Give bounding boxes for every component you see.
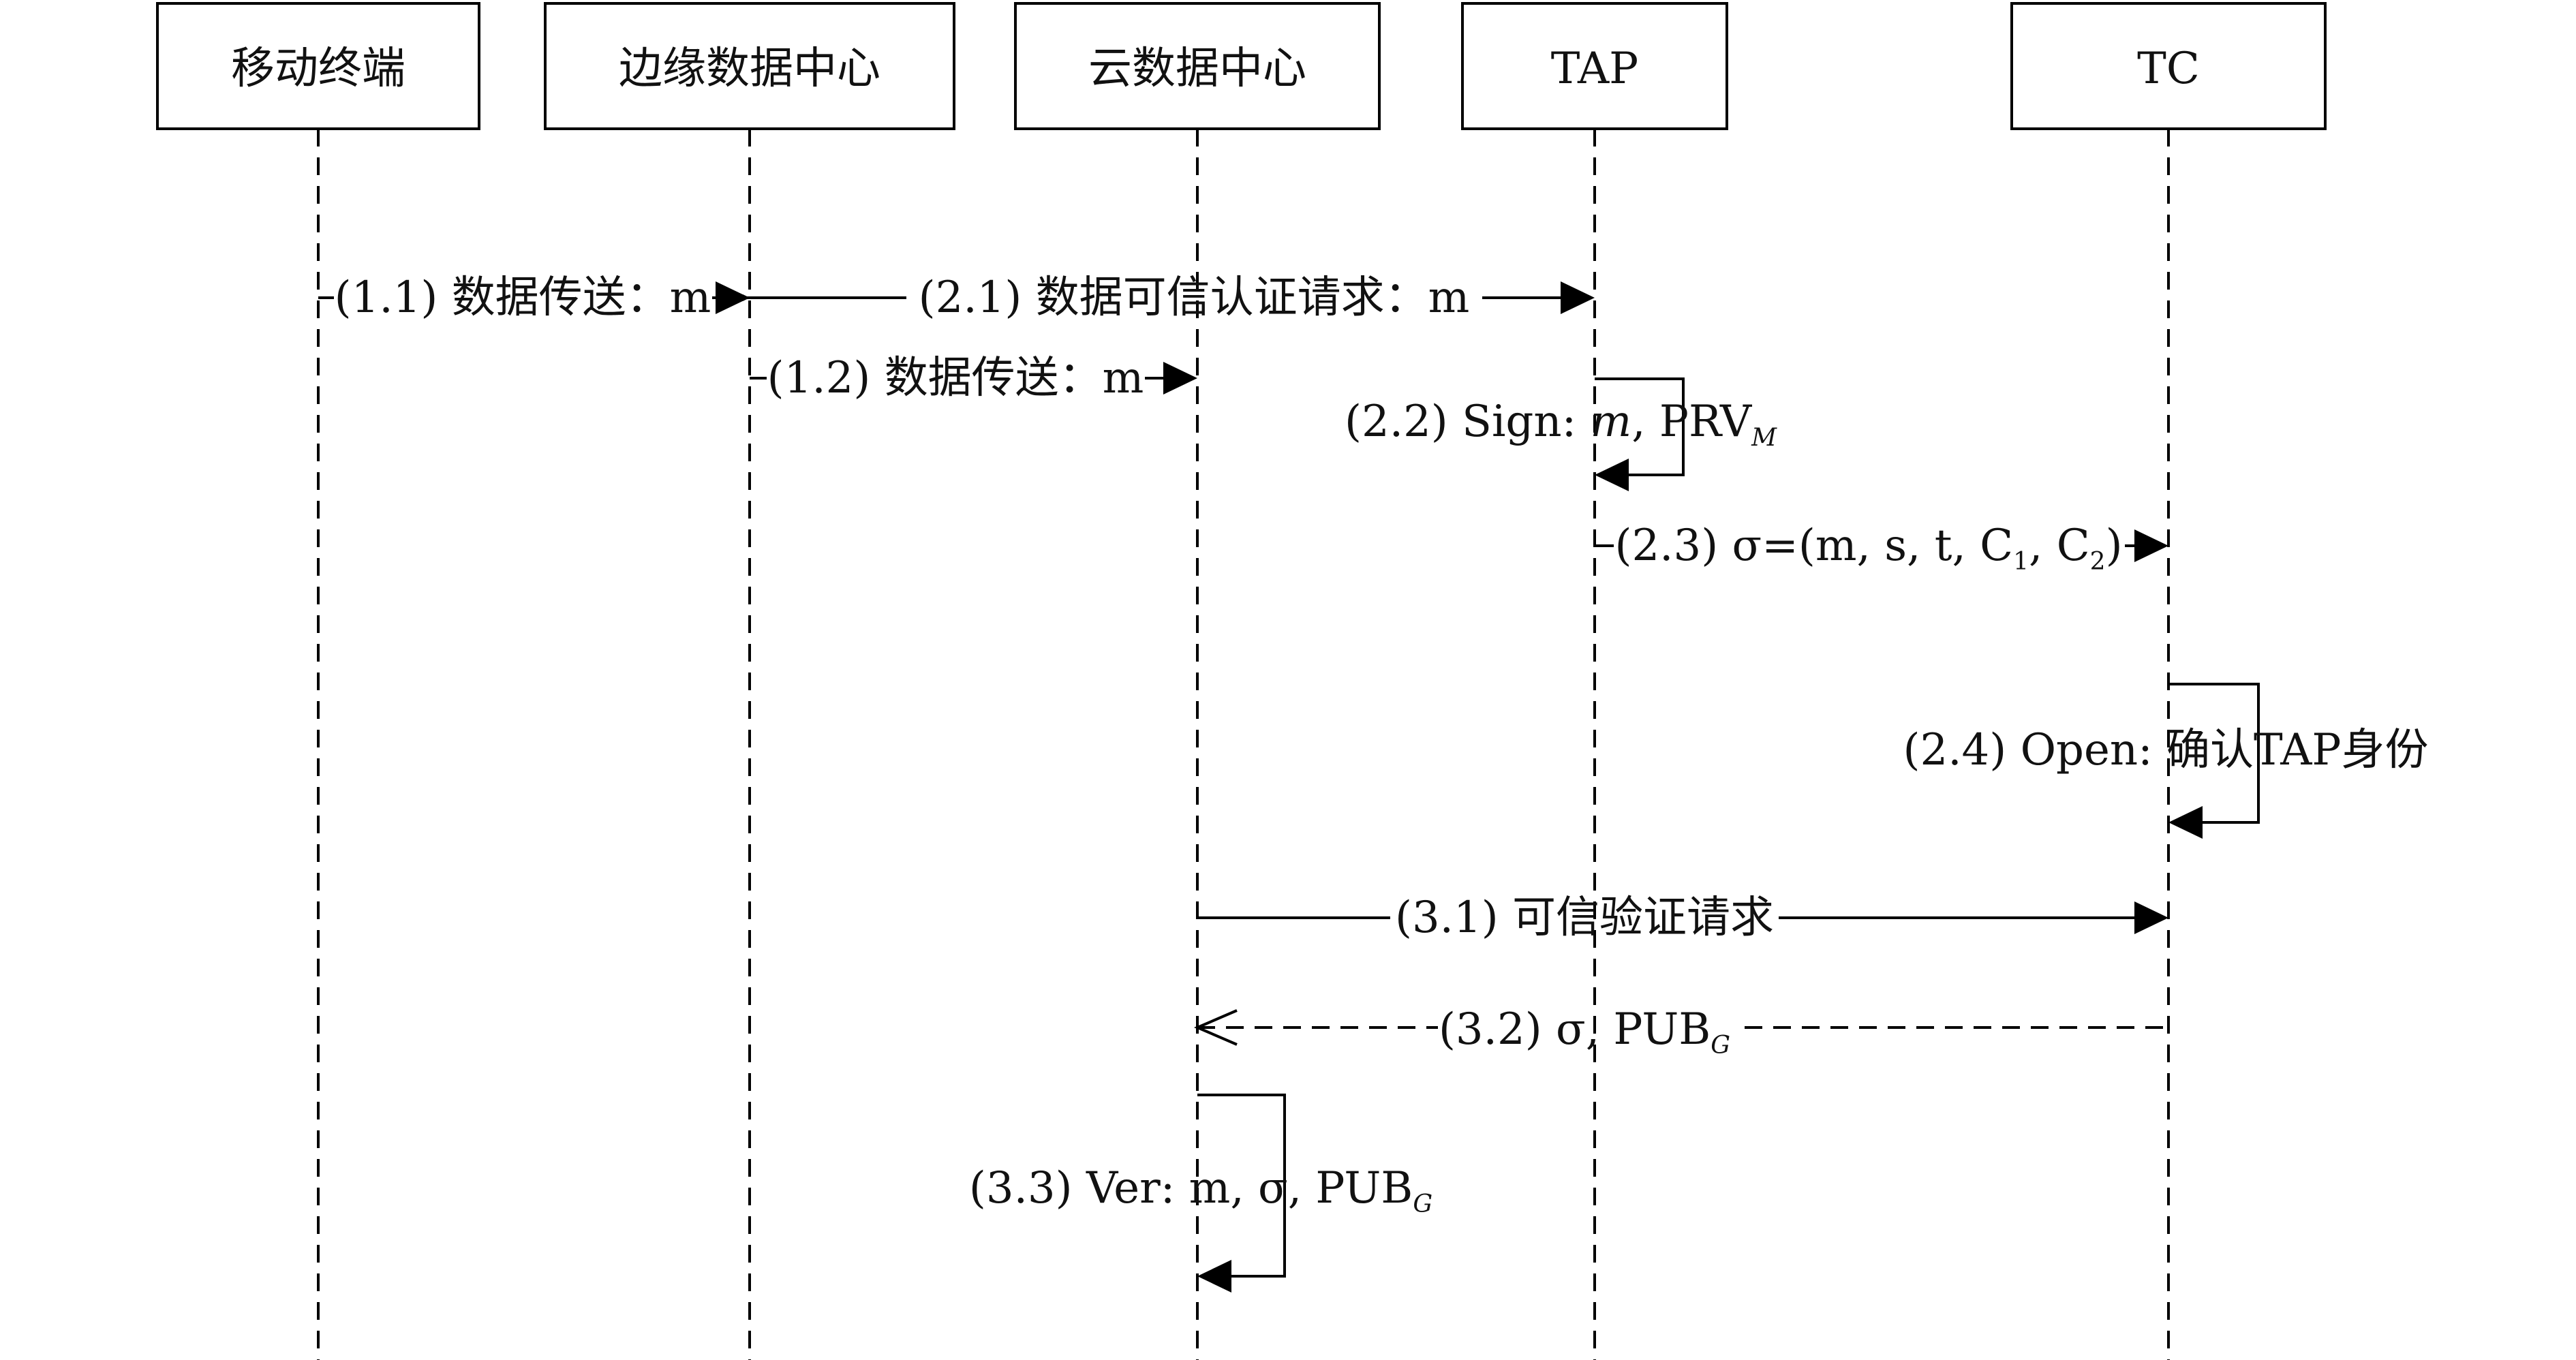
message-label: (3.2) σ, PUBG bbox=[1439, 1004, 1730, 1060]
participant-tap: TAP bbox=[1461, 2, 1728, 130]
message-label: (3.1) 可信验证请求 bbox=[1395, 893, 1774, 943]
participant-label: 云数据中心 bbox=[1088, 44, 1306, 94]
message-label: (1.2) 数据传送：m bbox=[767, 353, 1144, 403]
participant-cloud: 云数据中心 bbox=[1014, 2, 1381, 130]
participant-tc: TC bbox=[2010, 2, 2327, 130]
message-2-1: (2.1) 数据可信认证请求：m bbox=[750, 273, 1595, 323]
message-label: (2.2) Sign: m, PRVM bbox=[1345, 397, 1777, 452]
participant-label: TAP bbox=[1551, 44, 1638, 94]
message-label: (2.4) Open: 确认TAP身份 bbox=[1903, 725, 2429, 775]
message-1-2: (1.2) 数据传送：m bbox=[750, 353, 1197, 403]
participant-label: TC bbox=[2137, 44, 2200, 94]
message-3-3: (3.3) Ver: m, σ, PUBG bbox=[969, 1094, 1432, 1293]
participant-edge: 边缘数据中心 bbox=[544, 2, 955, 130]
message-2-4: (2.4) Open: 确认TAP身份 bbox=[1903, 683, 2429, 839]
message-2-3: (2.3) σ=(m, s, t, C1, C2) bbox=[1595, 521, 2168, 576]
message-3-2: (3.2) σ, PUBG bbox=[1193, 1004, 2168, 1060]
participant-mobile: 移动终端 bbox=[156, 2, 480, 130]
message-label: (2.3) σ=(m, s, t, C1, C2) bbox=[1614, 521, 2122, 576]
message-label: (1.1) 数据传送：m bbox=[335, 273, 711, 323]
participant-label: 边缘数据中心 bbox=[619, 44, 880, 94]
message-3-1: (3.1) 可信验证请求 bbox=[1197, 893, 2168, 943]
message-1-1: (1.1) 数据传送：m bbox=[318, 273, 750, 323]
message-label: (3.3) Ver: m, σ, PUBG bbox=[969, 1163, 1432, 1218]
participant-label: 移动终端 bbox=[231, 44, 405, 94]
message-label: (2.1) 数据可信认证请求：m bbox=[919, 273, 1470, 323]
message-2-2: (2.2) Sign: m, PRVM bbox=[1345, 377, 1777, 491]
